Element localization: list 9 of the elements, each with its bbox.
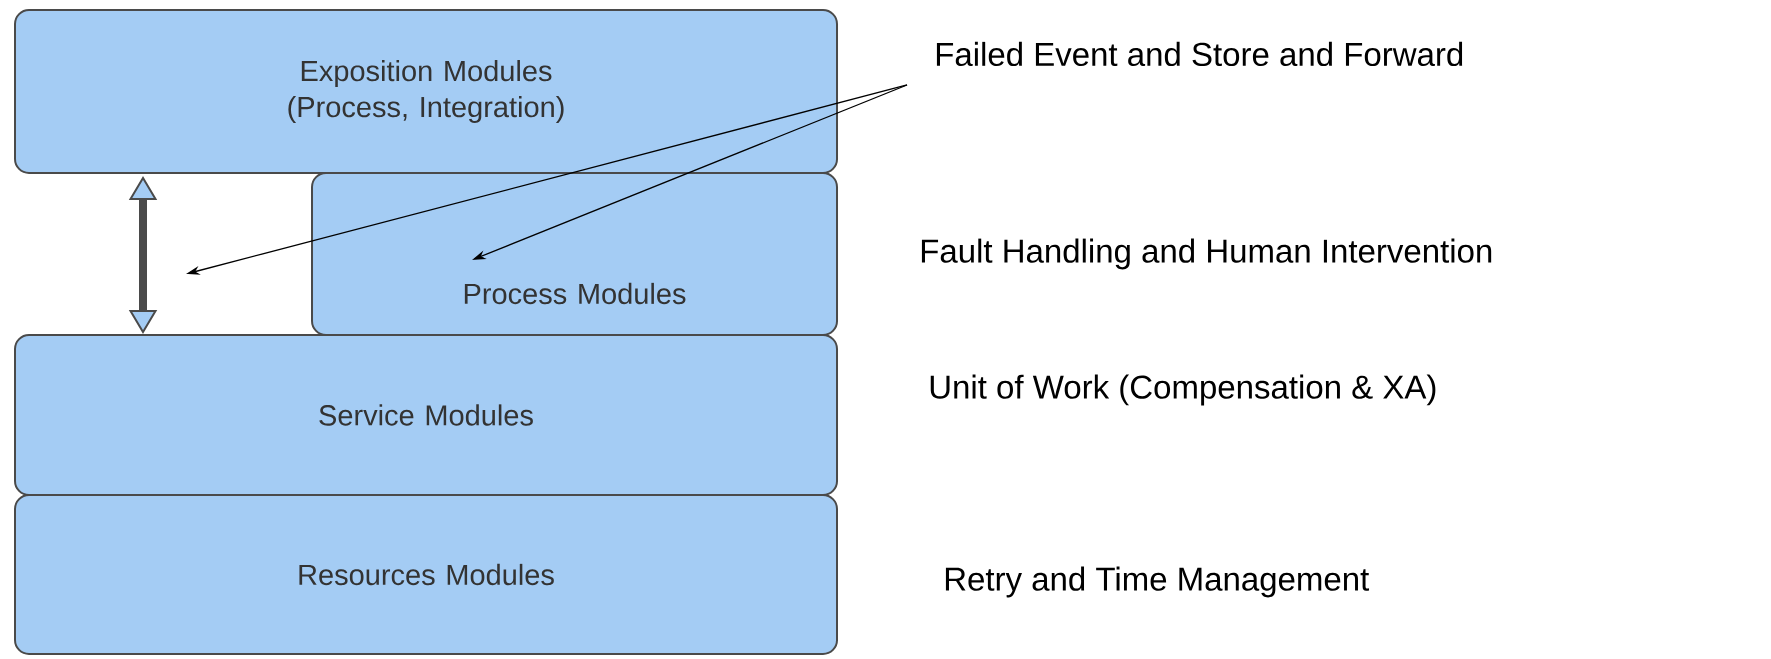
feature-label: Retry and Time Management <box>945 566 1370 598</box>
feature-label: Fault Handling and Human Intervention <box>921 238 1492 270</box>
callout-text: Failed Event and Store and Forward <box>936 41 1463 67</box>
node-label: Resources Modules <box>299 563 554 586</box>
module-box: Resources Modules <box>14 494 838 655</box>
module-box: Exposition Modules (Process, Integration) <box>14 9 838 174</box>
feature-label: Unit of Work (Compensation & XA) <box>930 374 1436 406</box>
module-box: Service Modules <box>14 334 838 496</box>
module-box: Process Modules <box>311 172 838 336</box>
